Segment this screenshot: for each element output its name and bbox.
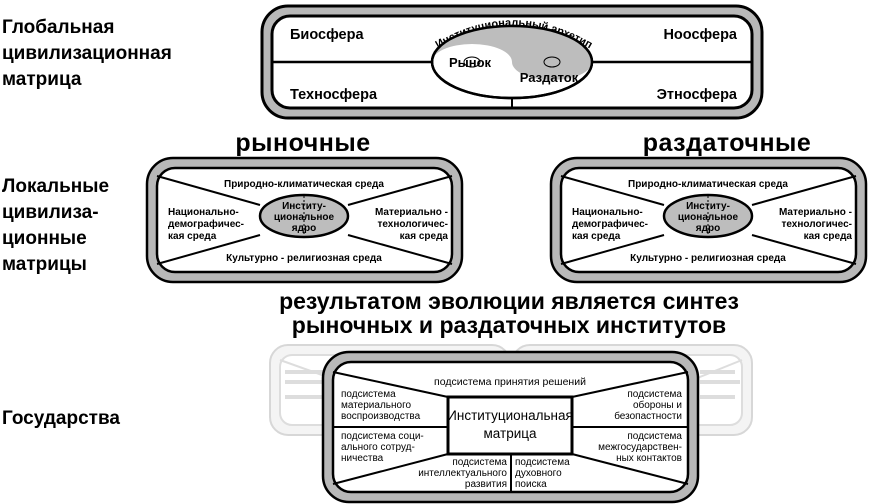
local-right-left-env-1: Национально- (572, 207, 643, 218)
subsystem-defense-2: обороны и (633, 399, 682, 411)
sphere-biosphere: Биосфера (290, 27, 364, 43)
local-right-top-env: Природно-климатическая среда (628, 179, 788, 190)
label-local-line3: ционные (2, 228, 87, 249)
local-left-right-env-1: Материально - (375, 207, 448, 218)
subsystem-intellectual-1: подсистема (452, 457, 507, 468)
label-local-matrices: Локальные цивилиза- ционные матрицы (2, 176, 109, 275)
label-local-line2: цивилиза- (2, 202, 99, 223)
local-left-core-1: Институ- (282, 201, 326, 212)
subsystem-social-3: ничества (341, 453, 384, 464)
subsystem-intellectual-2: интеллектуального (418, 468, 507, 479)
label-global-line3: матрица (2, 69, 82, 90)
subsystem-material-1: подсистема (341, 389, 396, 400)
heading-market: рыночные (235, 129, 370, 157)
local-left-top-env: Природно-климатическая среда (224, 179, 384, 190)
local-left-core-3: ядро (292, 223, 316, 234)
institutional-matrix-box (446, 395, 574, 456)
yang-label-redistribution: Раздаток (520, 70, 579, 85)
subsystem-defense-3: безопастности (614, 410, 682, 422)
subsystem-material-2: материального (341, 400, 412, 411)
local-matrix-market: Природно-климатическая среда Культурно -… (145, 156, 464, 284)
yin-label-market: Рынок (449, 55, 492, 70)
subsystem-decision: подсистема принятия решений (434, 376, 586, 388)
local-right-core-3: ядро (696, 223, 720, 234)
subsystem-interstate-2: межгосударствен- (598, 442, 682, 453)
sphere-ethnosphere: Этносфера (657, 87, 738, 103)
local-left-left-env-3: кая среда (168, 231, 217, 242)
local-right-right-env-1: Материально - (779, 207, 852, 218)
local-matrix-redistributive: Природно-климатическая среда Культурно -… (549, 156, 868, 284)
state-center-line2: матрица (484, 426, 537, 441)
subsystem-social-2: ального сотруд- (341, 442, 415, 453)
subsystem-interstate-1: подсистема (627, 431, 682, 442)
heading-redistributive: раздаточные (643, 129, 812, 157)
label-global-matrix: Глобальная цивилизационная матрица (2, 17, 172, 90)
state-matrix: Институциональная матрица подсистема при… (321, 350, 700, 504)
local-left-right-env-2: технологичес- (377, 219, 448, 230)
subsystem-spiritual-3: поиска (515, 479, 547, 490)
local-right-left-env-3: кая среда (572, 231, 621, 242)
label-global-line2: цивилизационная (2, 43, 172, 64)
local-left-left-env-1: Национально- (168, 207, 239, 218)
local-right-left-env-2: демографичес- (572, 218, 648, 230)
local-right-right-env-2: технологичес- (781, 219, 852, 230)
subsystem-material-3: воспроизводства (341, 411, 421, 422)
subsystem-social-1: подсистема соци- (341, 431, 424, 442)
local-left-right-env-3: кая среда (400, 231, 449, 242)
yin-yang-symbol: Рынок Раздаток (430, 24, 594, 100)
synthesis-line1: результатом эволюции является синтез (279, 288, 739, 314)
local-right-bottom-env: Культурно - религиозная среда (630, 253, 786, 264)
local-left-bottom-env: Культурно - религиозная среда (226, 253, 382, 264)
local-left-core-2: циональное (274, 212, 335, 223)
synthesis-line2: рыночных и раздаточных институтов (292, 312, 726, 338)
local-right-core-1: Институ- (686, 201, 730, 212)
label-local-line4: матрицы (2, 254, 87, 275)
subsystem-spiritual-1: подсистема (515, 457, 570, 468)
local-right-core-2: циональное (678, 212, 739, 223)
global-matrix: Биосфера Ноосфера Техносфера Этносфера И… (260, 4, 764, 120)
subsystem-interstate-3: ных контактов (616, 453, 682, 464)
subsystem-intellectual-3: развития (465, 479, 507, 490)
local-right-right-env-3: кая среда (804, 231, 853, 242)
label-global-line1: Глобальная (2, 17, 114, 38)
local-left-left-env-2: демографичес- (168, 218, 244, 230)
subsystem-defense-1: подсистема (627, 389, 682, 400)
label-states: Государства (2, 408, 120, 429)
state-center-line1: Институциональная (447, 408, 573, 423)
sphere-technosphere: Техносфера (290, 87, 378, 103)
sphere-noosphere: Ноосфера (663, 27, 737, 43)
subsystem-spiritual-2: духовного (515, 468, 562, 479)
label-local-line1: Локальные (2, 176, 109, 197)
